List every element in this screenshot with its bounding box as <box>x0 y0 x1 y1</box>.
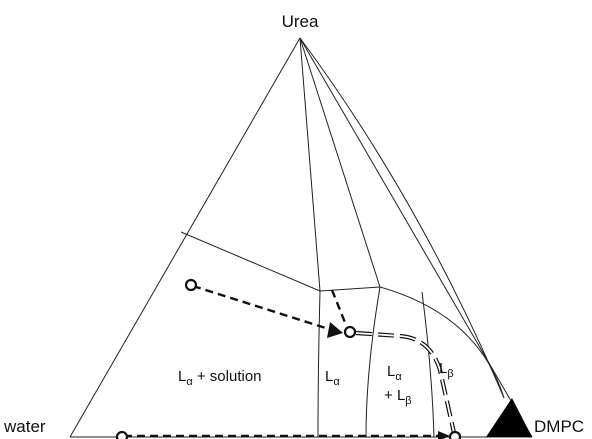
region-la-lb-line1-main: L <box>387 363 395 380</box>
lower-arrowhead <box>438 431 450 439</box>
vertex-label-urea: Urea <box>282 12 319 31</box>
boundary-ray-3 <box>299 37 505 399</box>
boundary-curve-right <box>379 286 505 399</box>
region-la-lb-line1-sub: α <box>395 371 402 383</box>
upper-arrowhead <box>327 322 343 338</box>
dashed-path-from-upper-circle <box>330 289 348 326</box>
region-lb-sub: β <box>447 368 453 380</box>
lower-start-marker <box>115 430 129 439</box>
boundary-la-right <box>365 286 381 438</box>
double-dashed-path-inner <box>355 332 455 434</box>
upper-start-marker <box>184 278 198 292</box>
vertex-label-water: water <box>3 417 46 436</box>
boundary-ray-1 <box>299 37 321 292</box>
region-la-lb-line2-prefix: + <box>384 387 397 404</box>
region-la-solution-sub: α <box>186 376 193 388</box>
region-label-la: Lα <box>325 368 340 388</box>
double-dashed-path-outer <box>355 330 457 434</box>
region-label-la-solution: Lα + solution <box>178 368 262 388</box>
boundary-la-left <box>317 290 321 438</box>
region-la-lb-line2-sub: β <box>405 395 411 407</box>
region-la-solution-main: L <box>178 368 186 385</box>
boundary-top-plateau <box>319 286 381 292</box>
boundary-lb-left <box>421 291 435 438</box>
region-la-sub: α <box>333 376 340 388</box>
boundary-ray-2 <box>299 37 381 288</box>
region-la-solution-rest: + solution <box>193 368 262 385</box>
boundary-upper-left <box>180 231 321 292</box>
triangle-right-edge <box>299 37 533 438</box>
region-lb-main: L <box>439 360 447 377</box>
triangle-left-edge <box>69 37 301 438</box>
region-label-la-lb-line1: Lα <box>387 363 402 383</box>
dmpc-solid-wedge <box>486 398 532 437</box>
region-label-la-lb-line2: + Lβ <box>384 387 412 407</box>
upper-end-marker <box>343 325 357 339</box>
region-la-main: L <box>325 368 333 385</box>
region-la-lb-line2-main: L <box>397 387 405 404</box>
region-label-lb: Lβ <box>439 360 454 380</box>
upper-dashed-arrow-line <box>192 284 333 332</box>
lower-end-marker <box>448 430 462 439</box>
vertex-label-dmpc: DMPC <box>534 417 584 436</box>
